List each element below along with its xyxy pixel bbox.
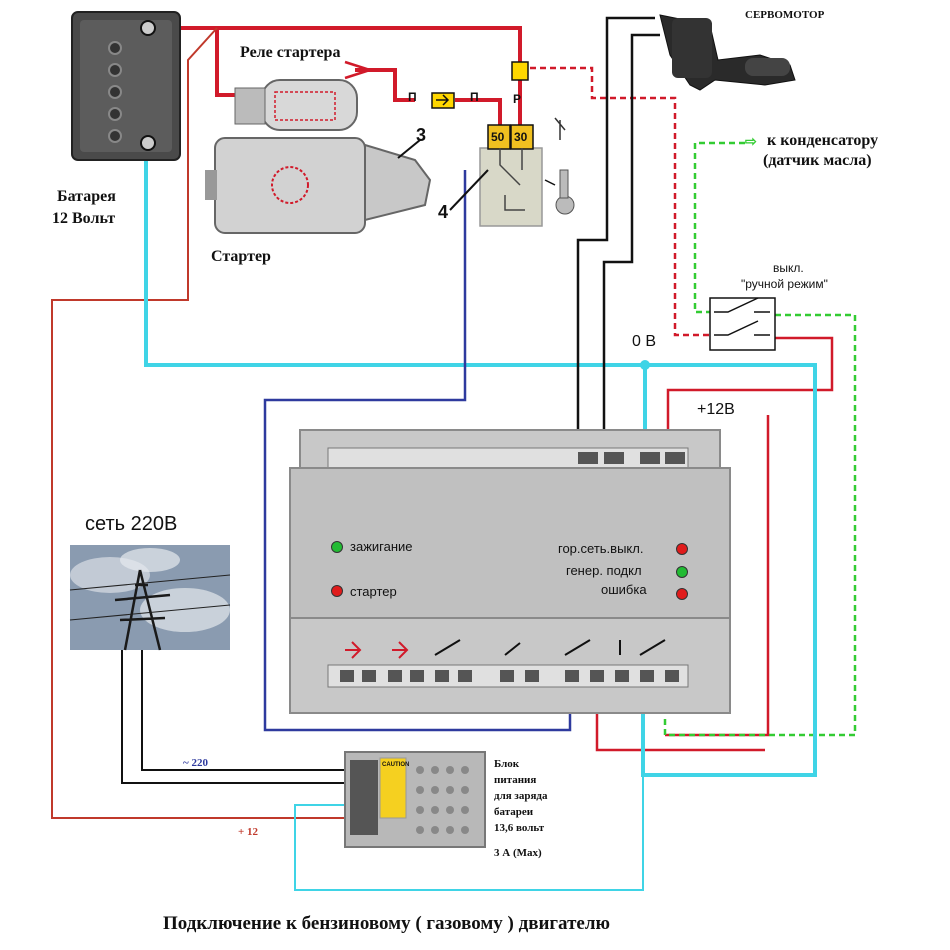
indicator-label-starter: стартер bbox=[350, 584, 397, 599]
label-psu-2: питания bbox=[494, 774, 537, 786]
label-psu-1: Блок bbox=[494, 758, 520, 770]
indicator-label-error: ошибка bbox=[601, 582, 647, 597]
manual-mode-switch bbox=[709, 297, 776, 351]
label-callout-3: 3 bbox=[416, 125, 427, 145]
power-supply-unit bbox=[344, 751, 486, 848]
label-capacitor-1: к конденсатору bbox=[767, 132, 879, 149]
connector-top bbox=[511, 61, 529, 81]
label-psu-4: батареи bbox=[494, 806, 534, 818]
label-plus12: + 12 bbox=[238, 826, 259, 838]
label-psu-5: 13,6 вольт bbox=[494, 822, 545, 834]
wire-mains-1 bbox=[121, 650, 345, 784]
label-switch-1: выкл. bbox=[773, 261, 804, 275]
servomotor bbox=[659, 14, 796, 91]
capacitor-arrow-icon: ⇨ bbox=[745, 133, 757, 149]
label-battery-1: Батарея bbox=[57, 188, 116, 205]
battery-minus-terminal bbox=[140, 135, 156, 151]
label-psu-3: для заряда bbox=[494, 790, 548, 802]
wire-capacitor-dashed bbox=[693, 141, 745, 314]
label-zero-v: 0 В bbox=[632, 333, 657, 350]
wire-relay-to-p bbox=[355, 68, 415, 102]
wire-switch-to-12v bbox=[666, 336, 834, 440]
junction-dot bbox=[640, 360, 650, 370]
label-capacitor-2: (датчик масла) bbox=[763, 152, 872, 169]
wire-switch-green-right bbox=[663, 313, 857, 737]
led-mains-off bbox=[676, 543, 688, 555]
label-psu-6: 3 А (Max) bbox=[494, 847, 542, 859]
wire-ground-to-psu bbox=[294, 775, 644, 891]
battery-plus-terminal bbox=[140, 20, 156, 36]
led-generator bbox=[676, 566, 688, 578]
label-plus12v: +12В bbox=[697, 401, 735, 418]
diagram-title: Подключение к бензиновому ( газовому ) д… bbox=[163, 913, 611, 934]
label-starter-relay: Реле стартера bbox=[240, 44, 341, 61]
wire-starter-blue bbox=[263, 170, 572, 732]
label-servomotor: СЕРВОМОТОР bbox=[745, 9, 825, 21]
label-ac220: ~ 220 bbox=[183, 757, 208, 769]
starter-motor bbox=[205, 79, 432, 234]
led-error bbox=[676, 588, 688, 600]
wire-servo-black-1 bbox=[576, 16, 655, 440]
led-starter bbox=[331, 585, 343, 597]
callout-line-4 bbox=[449, 169, 489, 211]
wire-battery-plus bbox=[155, 26, 522, 65]
callout-line-symbol bbox=[554, 117, 566, 140]
label-term-p1: П bbox=[408, 90, 417, 104]
label-term-50: 50 bbox=[491, 130, 505, 144]
ignition-switch bbox=[479, 124, 543, 227]
label-starter: Стартер bbox=[211, 248, 271, 265]
label-term-30: 30 bbox=[514, 130, 528, 144]
label-switch-2: "ручной режим" bbox=[741, 277, 828, 291]
relay-arrow bbox=[344, 60, 375, 80]
wire-fuse-to-50 bbox=[455, 98, 502, 125]
label-term-r: Р bbox=[513, 92, 522, 106]
wire-bottom-red bbox=[595, 710, 765, 752]
wire-battery-to-psu-plus bbox=[51, 27, 345, 819]
wire-servo-black-2 bbox=[602, 33, 660, 440]
wire-mains-2 bbox=[141, 650, 345, 771]
led-ignition bbox=[331, 541, 343, 553]
wire-ground-cyan bbox=[144, 145, 817, 777]
indicator-label-mains-off: гор.сеть.выкл. bbox=[558, 541, 644, 556]
label-psu-caution: CAUTION bbox=[382, 762, 410, 768]
label-callout-4: 4 bbox=[438, 202, 449, 222]
key-icon bbox=[544, 169, 575, 215]
label-term-p2: П bbox=[470, 90, 479, 104]
label-battery-2: 12 Вольт bbox=[52, 210, 116, 227]
terminal-50 bbox=[487, 124, 511, 150]
control-unit bbox=[289, 429, 731, 714]
label-mains: сеть 220В bbox=[85, 513, 178, 535]
indicator-label-generator: генер. подкл bbox=[566, 563, 642, 578]
wire-servo-dashed bbox=[530, 66, 710, 337]
battery bbox=[71, 11, 181, 161]
power-line-photo bbox=[69, 545, 231, 651]
indicator-label-ignition: зажигание bbox=[350, 539, 413, 554]
